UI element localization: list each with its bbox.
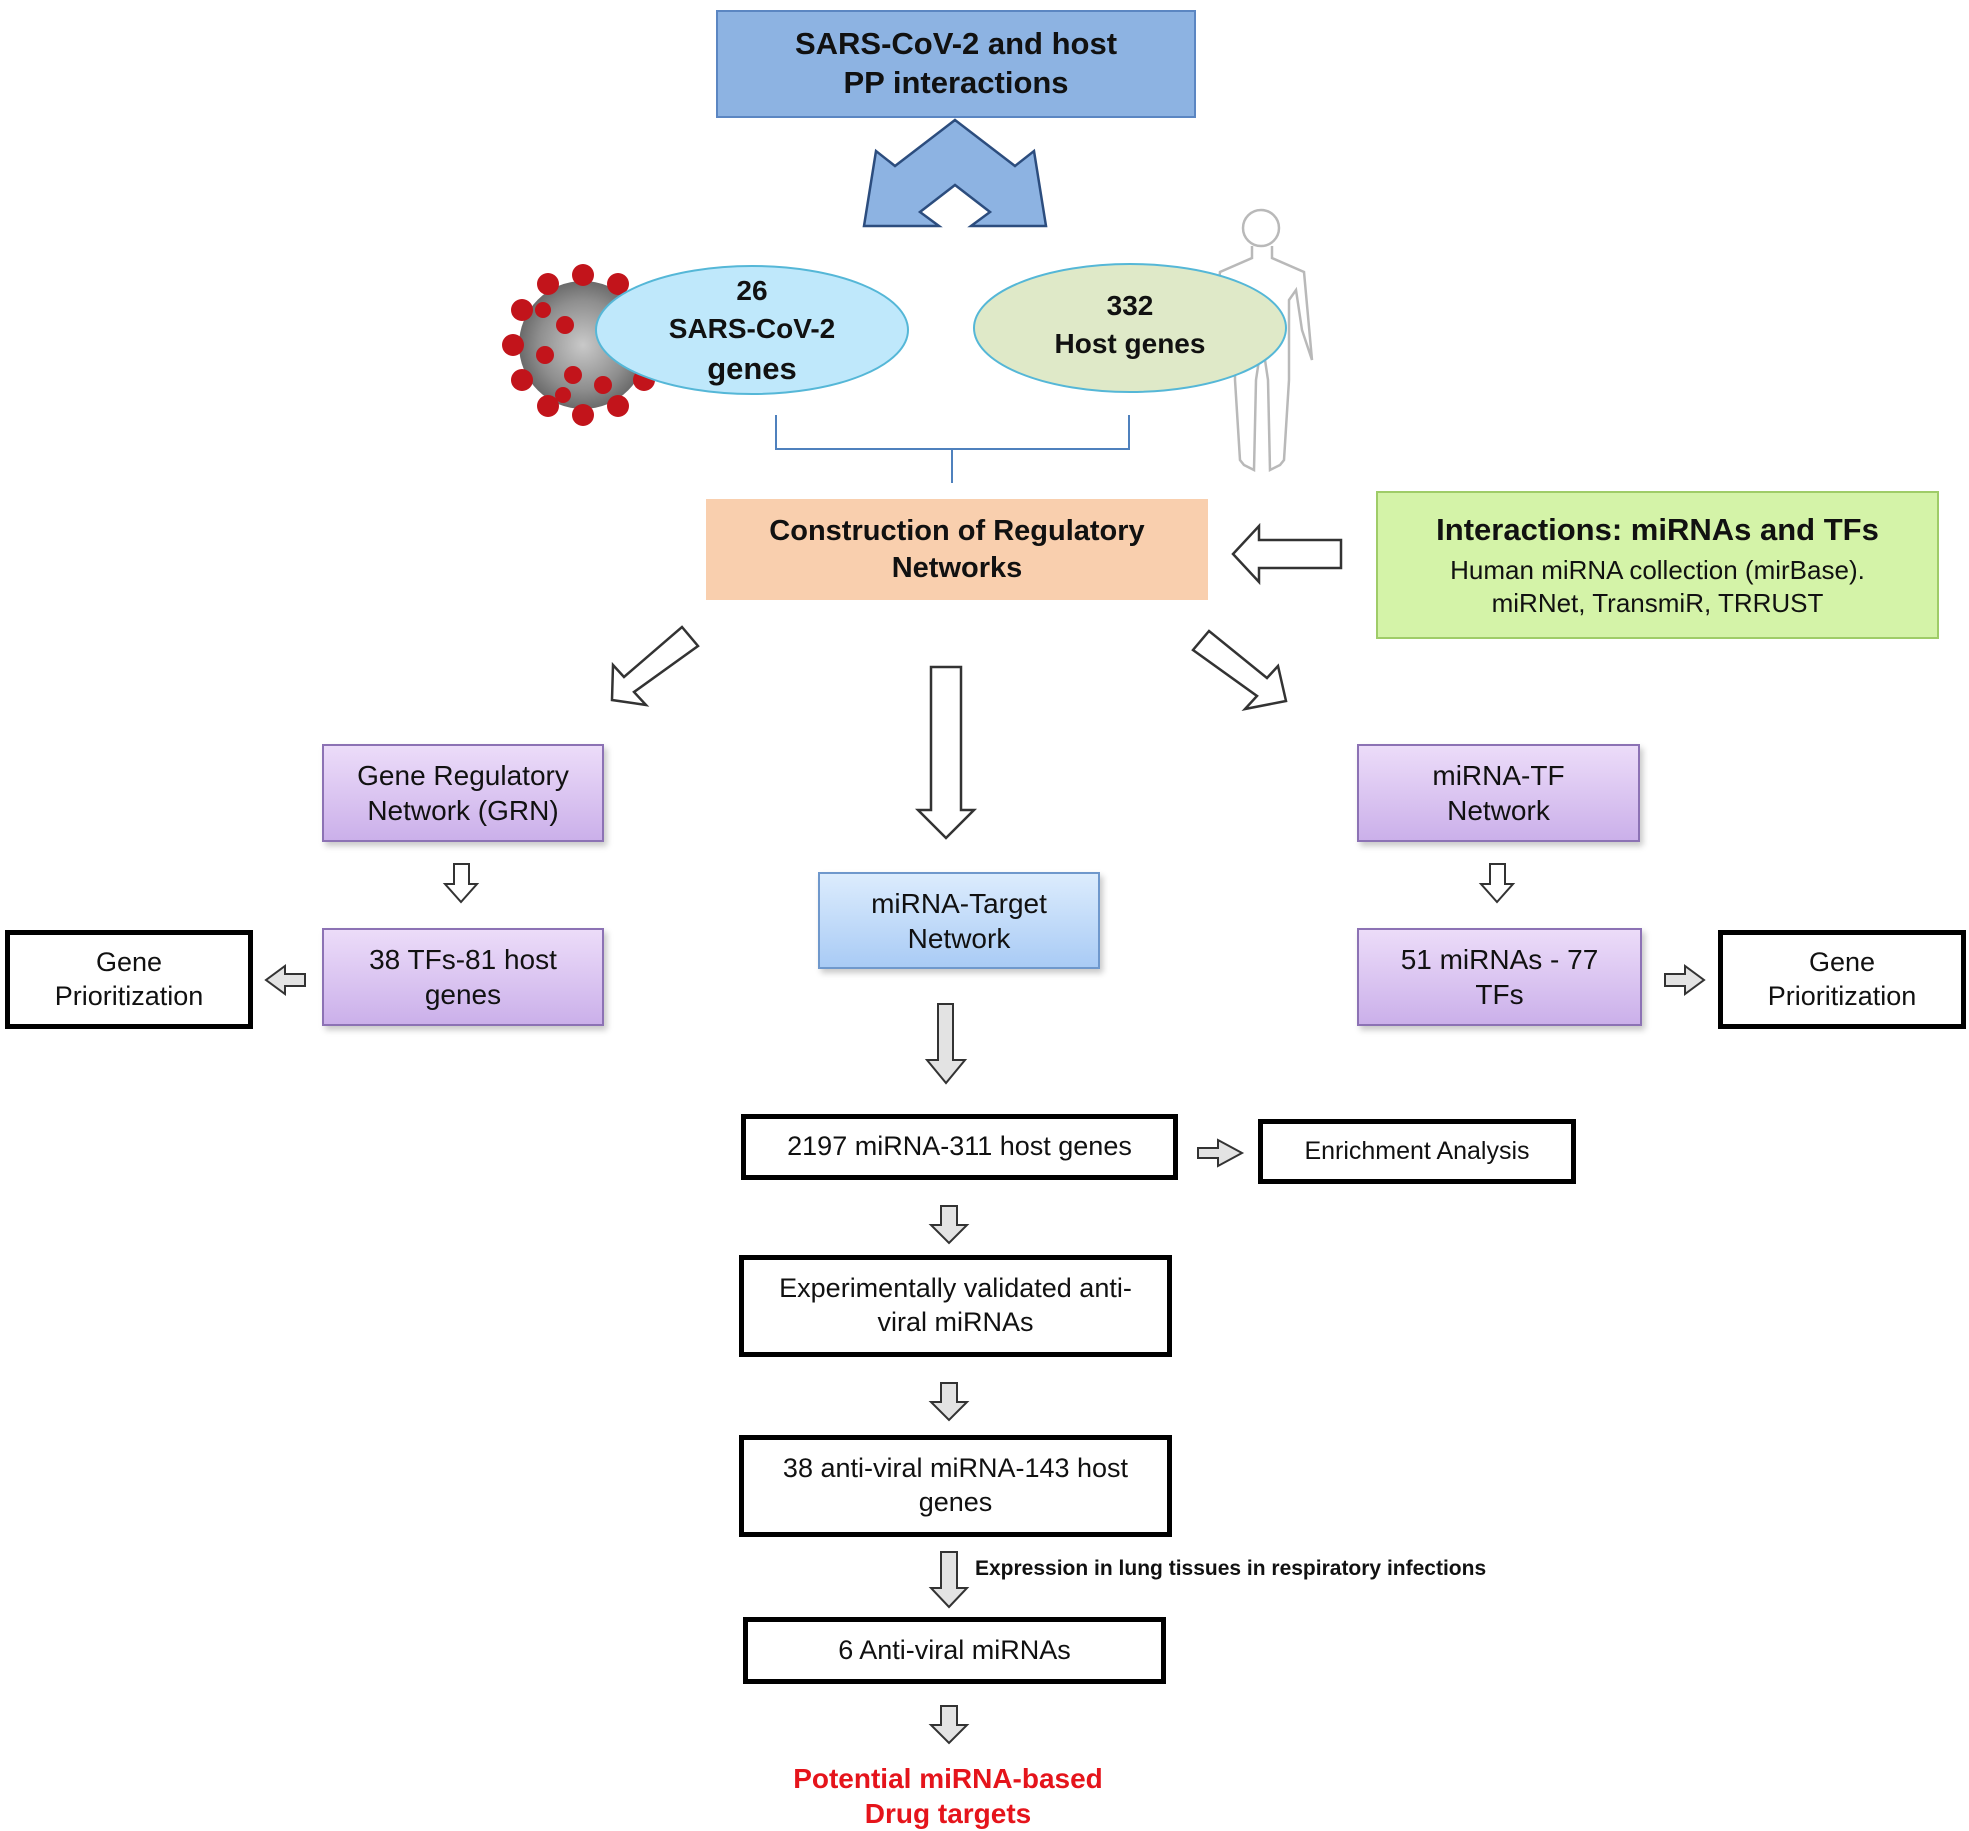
result-down-arrow	[928, 1205, 970, 1245]
chevron-arrow-icon	[862, 118, 1048, 228]
tf-down-arrow	[1478, 863, 1516, 904]
gene-prioritization-right-box: Gene Prioritization	[1718, 930, 1966, 1029]
arrow-to-mirna-target	[914, 665, 978, 840]
expression-note: Expression in lung tissues in respirator…	[975, 1557, 1487, 1580]
grn-down-arrow	[442, 863, 480, 904]
enrichment-arrow	[1197, 1138, 1245, 1168]
mirna-tf-network-box: miRNA-TF Network	[1357, 744, 1640, 842]
six-antiviral-mirnas-box: 6 Anti-viral miRNAs	[743, 1617, 1166, 1684]
arrow-to-grn	[610, 625, 700, 707]
left-prioritization-arrow	[264, 964, 306, 996]
interactions-title: Interactions: miRNAs and TFs	[1436, 511, 1879, 547]
interactions-mirnas-tfs-box: Interactions: miRNAs and TFs Human miRNA…	[1376, 491, 1939, 639]
expression-down-arrow	[928, 1551, 970, 1609]
mirna-tf-result-box: 51 miRNAs - 77 TFs	[1357, 928, 1642, 1026]
construction-of-regulatory-networks-box: Construction of Regulatory Networks	[706, 499, 1208, 600]
gene-regulatory-network-box: Gene Regulatory Network (GRN)	[322, 744, 604, 842]
interactions-to-construction-arrow	[1231, 522, 1343, 586]
six-down-arrow	[928, 1705, 970, 1745]
host-genes-ellipse	[973, 263, 1287, 393]
antiviral-host-genes-box: 38 anti-viral miRNA-143 host genes	[739, 1435, 1172, 1537]
gray-down-arrows	[924, 1003, 970, 1745]
sars-host-pp-interactions-box: SARS-CoV-2 and host PP interactions	[716, 10, 1196, 118]
small-down-arrows	[442, 863, 1516, 904]
gene-prioritization-left-box: Gene Prioritization	[5, 930, 253, 1029]
side-arrows	[264, 964, 1706, 1168]
virus-genes-ellipse	[595, 265, 909, 395]
validated-antiviral-mirnas-box: Experimentally validated anti- viral miR…	[739, 1255, 1172, 1357]
right-prioritization-arrow	[1664, 964, 1706, 996]
host-genes-label: 332 Host genes	[1030, 287, 1230, 363]
enrichment-analysis-box: Enrichment Analysis	[1258, 1119, 1576, 1184]
merge-bracket	[775, 415, 1130, 483]
validated-down-arrow	[928, 1382, 970, 1422]
virus-gene-count: 26	[736, 275, 768, 306]
mirna-target-network-box: miRNA-Target Network	[818, 872, 1100, 969]
coronavirus-icon	[502, 264, 655, 426]
virus-genes-label: 26 SARS-CoV-2 genes	[652, 272, 852, 389]
target-down-arrow	[924, 1003, 968, 1085]
mirna-host-genes-result-box: 2197 miRNA-311 host genes	[741, 1114, 1178, 1180]
potential-drug-targets: Potential miRNA-based Drug targets	[793, 1763, 1103, 1829]
grn-result-box: 38 TFs-81 host genes	[322, 928, 604, 1026]
host-gene-count: 332	[1106, 290, 1154, 321]
arrow-to-mirna-tf	[1191, 629, 1288, 711]
